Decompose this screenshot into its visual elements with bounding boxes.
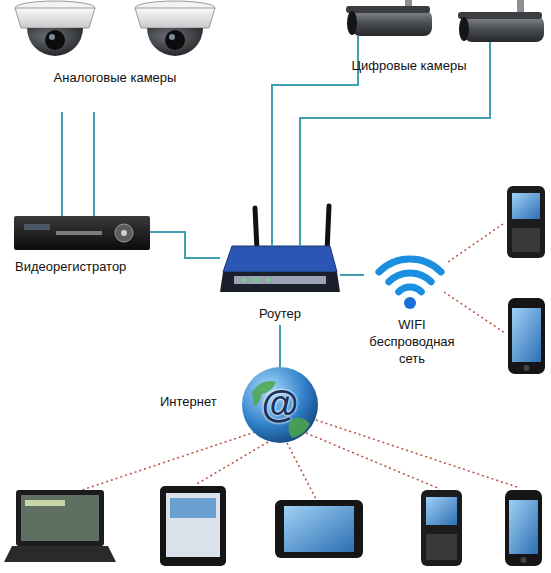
dvr-dial-center [121, 230, 127, 236]
phone-body [505, 490, 542, 566]
phone-body [508, 298, 545, 374]
tablet-screen [284, 506, 354, 552]
laptop-base [4, 546, 116, 562]
dome-camera [135, 1, 215, 56]
wifi-wave [379, 259, 441, 272]
router-front [220, 272, 340, 292]
phone-button [524, 365, 530, 371]
internet-globe [242, 367, 318, 443]
dome-camera [15, 1, 95, 56]
camera-body [464, 16, 544, 42]
wifi-dot [404, 297, 416, 309]
cable-connector [62, 112, 94, 216]
phone-keys [512, 228, 540, 252]
wireless-link [195, 442, 268, 485]
wireless-link [444, 292, 505, 333]
internet-node: Интернет @ [160, 367, 318, 443]
camera-dome [27, 28, 83, 56]
camera-lens [165, 30, 185, 50]
wireless-link [448, 224, 503, 262]
router-led [242, 278, 246, 282]
dvr-buttons [56, 231, 102, 235]
router-antenna [255, 208, 257, 250]
dvr-device [14, 216, 150, 250]
cable-connector [272, 85, 490, 246]
globe-symbol: @ [242, 367, 318, 443]
node-label: WIFI беспроводная сеть [364, 317, 460, 368]
camera-housing [15, 8, 95, 28]
dvr-body [14, 216, 150, 250]
router-top [223, 246, 337, 272]
wireless-link [82, 224, 520, 499]
lens-glint [169, 34, 175, 40]
router-led [254, 278, 258, 282]
camera-wire [489, 42, 491, 100]
smartphone [508, 298, 545, 374]
camera-group: Цифровые камеры [350, 0, 548, 100]
wifi-symbol [379, 259, 441, 292]
camera-hood [458, 12, 542, 19]
tablet-screen [166, 493, 220, 557]
router-node: Роутер [220, 246, 340, 325]
phone-screen [509, 500, 538, 554]
phone-body [507, 186, 545, 258]
smartphone [505, 490, 542, 566]
phone-screen [512, 308, 541, 362]
dvr-node: Видеорегистратор [14, 216, 150, 280]
laptop-display-bar [25, 500, 65, 506]
globe [242, 367, 318, 443]
wifi-node: WIFI беспроводная сеть [364, 245, 460, 373]
node-label: Роутер [220, 306, 340, 323]
camera-group: Аналоговые камеры [15, 0, 215, 112]
phone-keys [426, 534, 457, 560]
router-antenna [327, 206, 329, 252]
cable-connector [150, 232, 220, 258]
camera-lens [45, 30, 65, 50]
dvr-display [24, 224, 50, 230]
dvr-dial [115, 224, 133, 242]
wireless-link [287, 443, 316, 499]
bullet-camera [458, 0, 544, 42]
cable-connector [279, 325, 281, 367]
tablet-body [275, 500, 363, 558]
tablet [160, 486, 226, 566]
wireless-link [82, 432, 255, 490]
smartphone [507, 186, 545, 258]
camera-hood [346, 6, 430, 13]
router-led [266, 278, 270, 282]
node-label: Видеорегистратор [15, 259, 150, 276]
phone-screen [426, 497, 457, 525]
lens-glint [49, 34, 55, 40]
laptop-display [21, 495, 99, 541]
camera-body [352, 10, 432, 36]
tablet-body [160, 486, 226, 566]
laptop-screen [16, 490, 104, 546]
wireless-link [316, 420, 520, 488]
phone-button [521, 557, 527, 563]
camera-lens [459, 17, 469, 41]
phone-body [421, 490, 462, 566]
cable-connector [340, 274, 364, 276]
smartphone [421, 490, 462, 566]
node-label: Цифровые камеры [350, 58, 468, 75]
router-device [220, 206, 340, 292]
bullet-camera [346, 0, 432, 36]
camera-lens [347, 11, 357, 35]
wireless-link [306, 433, 440, 489]
camera-housing [135, 8, 215, 28]
phone-screen [512, 193, 540, 219]
node-label: Интернет [160, 394, 217, 411]
wifi-wave [389, 273, 431, 282]
tablet-icons [170, 498, 216, 518]
node-label: Аналоговые камеры [15, 70, 215, 87]
laptop [4, 490, 116, 562]
tablet [275, 500, 363, 558]
camera-dome [147, 28, 203, 56]
wifi-wave [399, 287, 422, 292]
router-panel [234, 276, 326, 284]
